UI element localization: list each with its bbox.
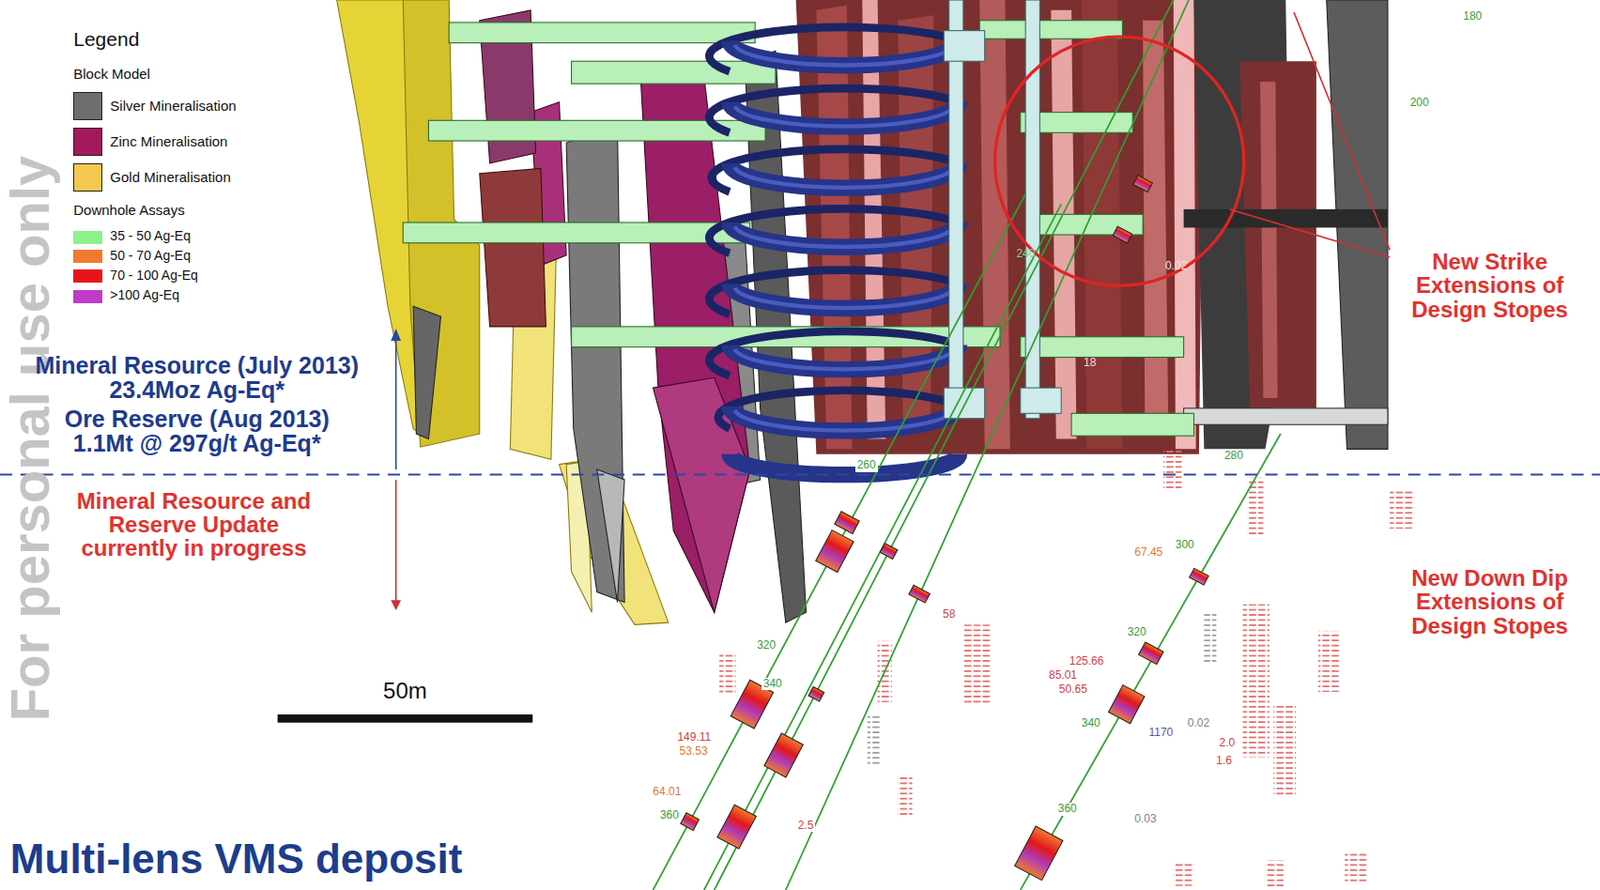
depth-label: 260 bbox=[855, 459, 878, 473]
reserve-note: Ore Reserve (Aug 2013) 1.1Mt @ 297g/t Ag… bbox=[48, 406, 345, 457]
zinc-lenses bbox=[479, 10, 751, 613]
depth-label: 240 bbox=[1015, 247, 1035, 262]
depth-label: 300 bbox=[1173, 538, 1197, 553]
legend-swatch bbox=[73, 249, 102, 263]
core-intervals bbox=[680, 175, 1209, 881]
assay-value: 2.5 bbox=[796, 819, 816, 833]
update-note: Mineral Resource and Reserve Update curr… bbox=[67, 489, 320, 561]
level-drives bbox=[402, 20, 1194, 436]
legend-heading: Block Model bbox=[73, 65, 151, 82]
depth-label: 320 bbox=[754, 639, 778, 653]
assay-value: 1170 bbox=[1146, 726, 1175, 740]
legend-swatch bbox=[73, 127, 102, 156]
assay-value: 50.65 bbox=[1057, 683, 1090, 697]
depth-label: 280 bbox=[1222, 449, 1246, 463]
depth-label: 340 bbox=[1079, 717, 1103, 731]
callout-circle bbox=[995, 36, 1245, 286]
range-arrows bbox=[390, 328, 401, 611]
legend-swatch bbox=[73, 92, 102, 121]
assay-value: 85.01 bbox=[1046, 669, 1079, 683]
assay-value: 0.02 bbox=[1165, 260, 1187, 274]
assay-value: 64.01 bbox=[650, 785, 683, 800]
depth-label: 360 bbox=[1056, 802, 1079, 816]
legend-label: 35 - 50 Ag-Eq bbox=[109, 228, 191, 244]
spiral-decline bbox=[708, 27, 959, 476]
depth-label: 200 bbox=[1408, 96, 1431, 110]
gold-lenses bbox=[337, 0, 669, 625]
legend-label: 70 - 100 Ag-Eq bbox=[109, 267, 198, 283]
legend-label: >100 Ag-Eq bbox=[109, 287, 180, 303]
callout-note: New Strike Extensions of Design Stopes bbox=[1393, 249, 1586, 322]
legend-swatch bbox=[73, 290, 102, 304]
assay-value: 53.53 bbox=[677, 745, 710, 759]
assay-value: 149.11 bbox=[675, 731, 713, 745]
assay-value: 0.03 bbox=[1132, 813, 1158, 827]
callout-note: New Down Dip Extensions of Design Stopes bbox=[1393, 566, 1586, 638]
tiny-assay-columns bbox=[719, 448, 1415, 887]
legend-swatch bbox=[73, 163, 102, 192]
diagram-title: Multi-lens VMS deposit bbox=[10, 838, 463, 880]
assay-value: 2.0 bbox=[1216, 737, 1237, 751]
assay-value: 67.45 bbox=[1132, 546, 1165, 560]
legend-label: 50 - 70 Ag-Eq bbox=[109, 247, 191, 263]
scale-bar bbox=[277, 714, 534, 724]
legend-label: Gold Mineralisation bbox=[109, 169, 231, 185]
depth-label: 320 bbox=[1125, 626, 1149, 640]
resource-note: Mineral Resource (July 2013) 23.4Moz Ag-… bbox=[18, 353, 376, 403]
legend-swatch bbox=[73, 230, 102, 245]
depth-label: 340 bbox=[761, 677, 785, 692]
callout-lines bbox=[1230, 12, 1391, 258]
assay-value: 58 bbox=[940, 608, 957, 622]
legend-swatch bbox=[73, 269, 102, 283]
scale-label: 50m bbox=[383, 677, 428, 705]
depth-label: 360 bbox=[658, 809, 681, 823]
assay-value: 1.6 bbox=[1214, 754, 1234, 769]
legend-label: Zinc Mineralisation bbox=[109, 133, 228, 150]
drillholes bbox=[653, 0, 1281, 890]
legend-heading: Downhole Assays bbox=[73, 201, 185, 218]
legend-title: Legend bbox=[73, 28, 139, 51]
assay-value: 125.66 bbox=[1067, 655, 1107, 669]
dashed-boundary bbox=[0, 473, 1600, 476]
legend-label: Silver Mineralisation bbox=[109, 97, 236, 114]
assay-value: 18 bbox=[1083, 356, 1096, 370]
depth-label: 180 bbox=[1461, 10, 1484, 24]
watermark: For personal use only bbox=[3, 155, 59, 723]
assay-value: 0.02 bbox=[1185, 717, 1212, 731]
